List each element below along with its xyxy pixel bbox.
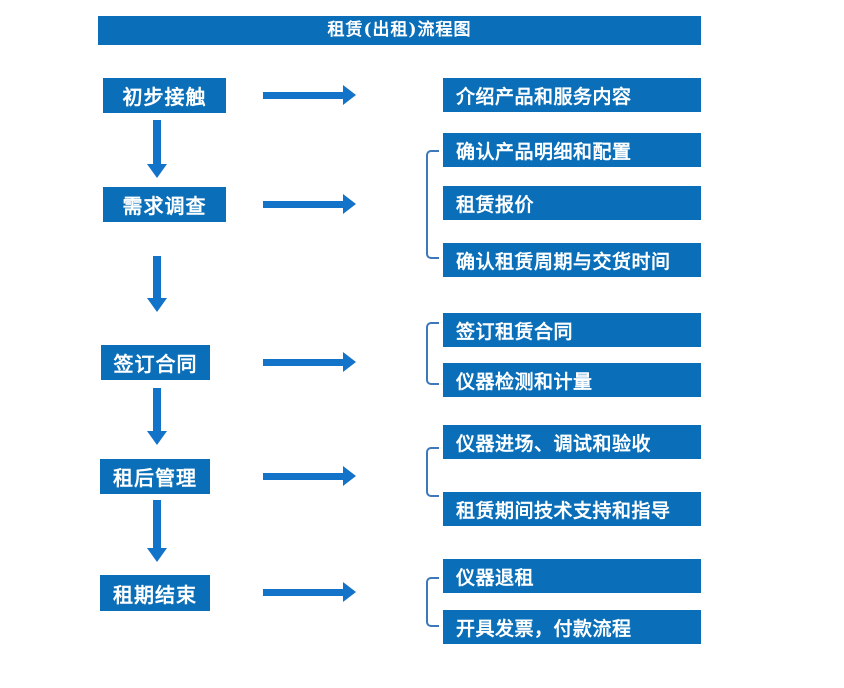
flow-arrow-down-icon [147, 388, 167, 445]
flow-arrow-right-icon [263, 582, 356, 602]
stage-box-lease-end: 租期结束 [100, 575, 210, 611]
group-bracket-icon [426, 577, 439, 627]
detail-box-rental-quotation: 租赁报价 [443, 186, 701, 220]
diagram-title: 租赁(出租)流程图 [98, 16, 701, 45]
detail-box-instrument-setup-acceptance: 仪器进场、调试和验收 [443, 425, 701, 459]
detail-box-introduce-products: 介绍产品和服务内容 [443, 78, 701, 112]
flow-arrow-down-icon [147, 120, 167, 178]
flow-arrow-right-icon [263, 85, 356, 105]
flow-arrow-right-icon [263, 466, 356, 486]
detail-box-sign-rental-contract: 签订租赁合同 [443, 313, 701, 347]
stage-box-initial-contact: 初步接触 [103, 78, 226, 113]
group-bracket-icon [426, 150, 439, 259]
detail-box-instrument-return: 仪器退租 [443, 559, 701, 593]
group-bracket-icon [426, 322, 439, 385]
group-bracket-icon [426, 447, 439, 497]
detail-box-tech-support: 租赁期间技术支持和指导 [443, 492, 701, 526]
flow-arrow-down-icon [147, 500, 167, 562]
detail-box-confirm-period-delivery: 确认租赁周期与交货时间 [443, 243, 701, 277]
stage-box-sign-contract: 签订合同 [101, 345, 210, 380]
stage-box-post-rental-management: 租后管理 [100, 459, 210, 494]
flow-arrow-right-icon [263, 194, 356, 214]
detail-box-instrument-testing: 仪器检测和计量 [443, 363, 701, 397]
flow-arrow-down-icon [147, 256, 167, 312]
detail-box-confirm-product-config: 确认产品明细和配置 [443, 133, 701, 167]
detail-box-invoice-payment: 开具发票，付款流程 [443, 610, 701, 644]
flow-arrow-right-icon [263, 352, 356, 372]
stage-box-demand-survey: 需求调查 [103, 187, 226, 222]
